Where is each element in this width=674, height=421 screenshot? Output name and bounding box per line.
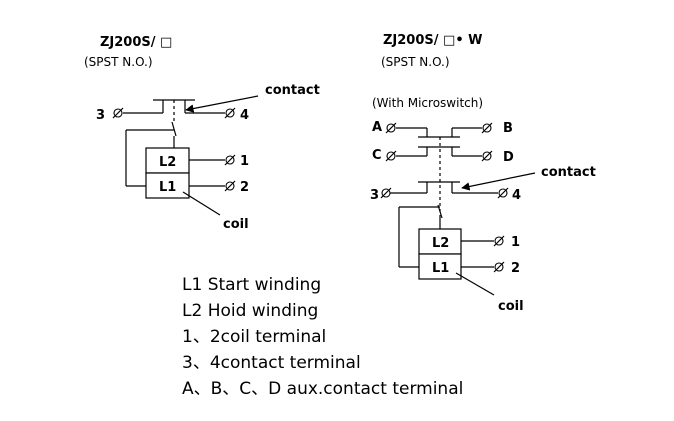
right-coil-loop — [398, 206, 494, 268]
left-terminal-1-label: 1 — [240, 154, 249, 169]
right-coil-l2-box — [418, 228, 462, 255]
right-terminal-1-label: 1 — [511, 235, 520, 250]
right-with-label: (With Microswitch) — [372, 96, 483, 110]
left-terminal-2 — [224, 180, 236, 192]
left-model-label: ZJ200S/ □ — [100, 35, 172, 50]
legend-item-coil-terminal: 1、2coil terminal — [182, 327, 326, 347]
left-contact-arrow — [185, 95, 259, 113]
left-terminal-3-label: 3 — [96, 108, 105, 123]
left-diagram: ZJ200S/ □ (SPST N.O.) 3 4 contact — [84, 35, 320, 232]
right-contact-label: contact — [541, 165, 596, 180]
right-terminal-d — [481, 150, 493, 162]
legend-item-l2: L2 Hoid winding — [182, 301, 318, 321]
right-terminal-4 — [497, 187, 509, 199]
left-coil-l1-label: L1 — [159, 180, 176, 195]
legend-item-l1: L1 Start winding — [182, 275, 321, 295]
right-terminal-1 — [493, 235, 505, 247]
left-coil-l1-box — [145, 172, 190, 199]
left-contact-switch — [123, 99, 225, 137]
left-terminal-3 — [112, 107, 124, 119]
right-coil-l1-box — [418, 253, 462, 280]
right-terminal-c-label: C — [372, 148, 382, 163]
right-terminal-c — [385, 150, 397, 162]
right-terminal-b-label: B — [503, 121, 513, 136]
left-coil-label: coil — [223, 217, 249, 232]
left-terminal-2-label: 2 — [240, 180, 249, 195]
left-coil-leader — [182, 191, 221, 216]
legend-item-contact-terminal: 3、4contact terminal — [182, 353, 361, 373]
right-terminal-b — [481, 122, 493, 134]
legend: L1 Start winding L2 Hoid winding 1、2coil… — [182, 275, 463, 399]
right-contact-switch — [387, 181, 498, 219]
right-terminal-3 — [380, 187, 392, 199]
right-terminal-a-label: A — [372, 120, 382, 135]
legend-item-aux-terminal: A、B、C、D aux.contact terminal — [182, 379, 463, 399]
right-type-label: (SPST N.O.) — [381, 55, 450, 69]
right-coil-l1-label: L1 — [432, 261, 449, 276]
right-terminal-2 — [493, 261, 505, 273]
right-aux-switch-cd — [396, 146, 482, 157]
left-terminal-4-label: 4 — [240, 108, 249, 123]
left-contact-label: contact — [265, 83, 320, 98]
left-terminal-1 — [224, 154, 236, 166]
right-diagram: ZJ200S/ □• W (SPST N.O.) (With Microswit… — [370, 33, 596, 314]
left-type-label: (SPST N.O.) — [84, 55, 153, 69]
left-coil-loop — [125, 129, 225, 187]
left-coil-l2-box — [145, 147, 190, 174]
right-terminal-a — [385, 122, 397, 134]
right-terminal-2-label: 2 — [511, 261, 520, 276]
right-coil-l2-label: L2 — [432, 236, 449, 251]
right-aux-switch-ab — [396, 127, 482, 138]
right-contact-arrow — [461, 172, 536, 191]
left-coil-l2-label: L2 — [159, 155, 176, 170]
left-terminal-4 — [224, 107, 236, 119]
right-terminal-3-label: 3 — [370, 188, 379, 203]
right-terminal-d-label: D — [503, 150, 514, 165]
right-coil-leader — [455, 272, 495, 296]
right-terminal-4-label: 4 — [512, 188, 521, 203]
right-coil-label: coil — [498, 299, 524, 314]
right-model-label: ZJ200S/ □• W — [383, 33, 483, 48]
